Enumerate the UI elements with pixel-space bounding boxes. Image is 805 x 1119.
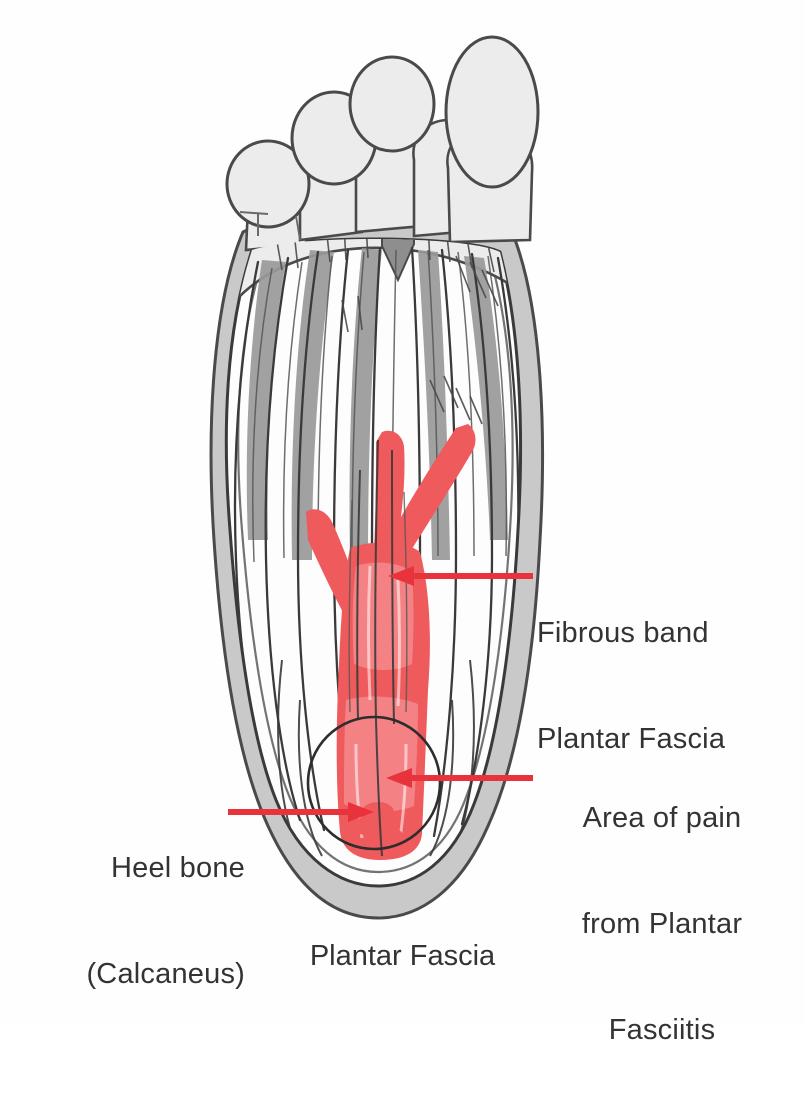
toe-pad-great	[444, 35, 540, 189]
fascia-overlay-lines	[348, 439, 408, 857]
heel-bone-arrow	[228, 802, 374, 822]
label-heel-bone: Heel bone (Calcaneus)	[30, 780, 245, 1063]
figure-caption: Plantar Fascia	[309, 940, 496, 972]
toe-pad-third	[348, 55, 436, 153]
heel-pain-circle	[306, 715, 442, 851]
label-heel-bone-line2: (Calcaneus)	[86, 957, 245, 990]
foot-anatomy-illustration	[209, 35, 545, 920]
label-fibrous-band: Fibrous band Plantar Fascia	[537, 545, 725, 828]
label-heel-bone-line1: Heel bone	[110, 851, 245, 884]
label-fibrous-band-line2: Plantar Fascia	[537, 722, 726, 755]
label-area-of-pain-line1: Area of pain	[582, 801, 742, 834]
fibrous-band-arrow	[388, 566, 533, 586]
area-of-pain-arrow	[386, 768, 533, 788]
label-area-of-pain-line2: from Plantar	[581, 907, 743, 940]
annotation-arrows	[228, 566, 533, 822]
plantar-fascia-figure: Fibrous band Plantar Fascia Area of pain…	[86, 35, 742, 1046]
label-area-of-pain: Area of pain from Plantar Fasciitis	[537, 730, 787, 1119]
toes-group	[225, 35, 540, 252]
toe-pad-little	[225, 139, 311, 229]
label-area-of-pain-line3: Fasciitis	[608, 1014, 716, 1046]
label-fibrous-band-line1: Fibrous band	[537, 616, 709, 649]
